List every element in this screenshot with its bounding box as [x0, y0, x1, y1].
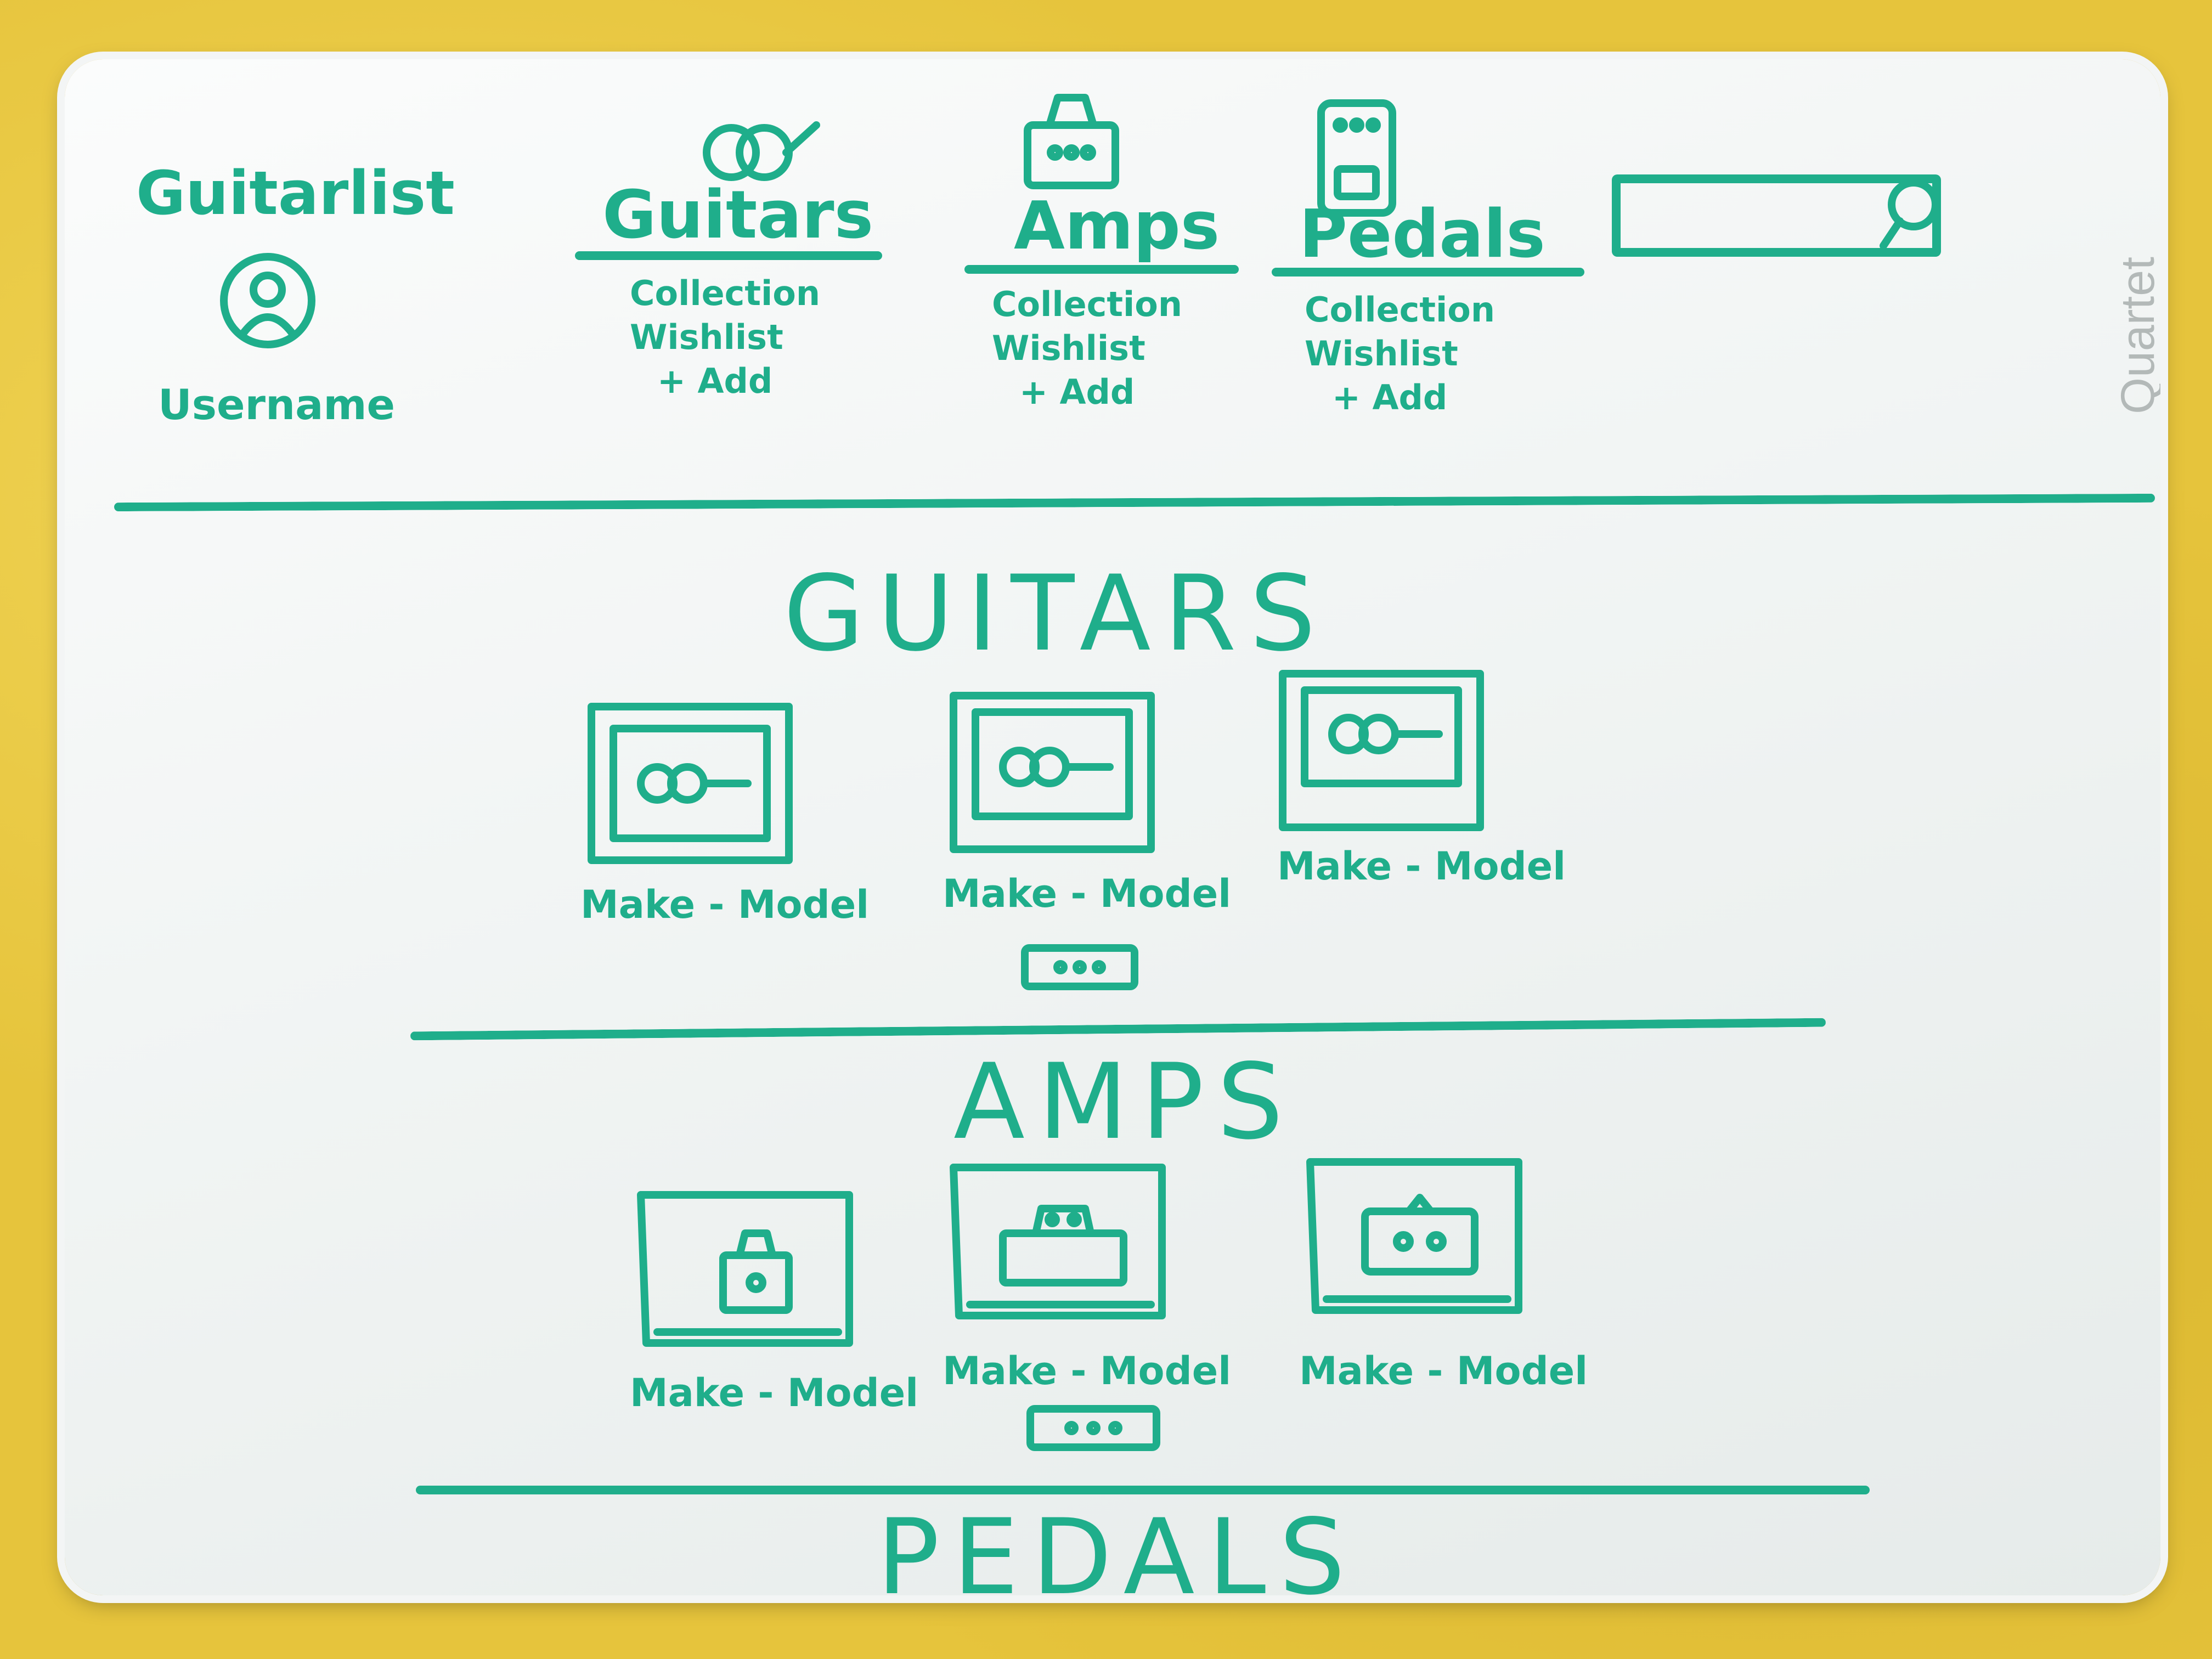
amp-card[interactable]: Make - Model: [1299, 1151, 1606, 1414]
nav-pedals[interactable]: Pedals: [1299, 196, 1545, 273]
amp-icon: [719, 1229, 793, 1314]
nav-amps-collection[interactable]: Collection: [992, 284, 1183, 324]
guitar-icon: [1328, 714, 1443, 754]
nav-pedals-underline: [1272, 268, 1584, 276]
section-title-guitars: GUITARS: [783, 553, 1329, 674]
nav-guitars-collection[interactable]: Collection: [630, 273, 821, 313]
board-brand: Quartet: [2112, 257, 2160, 414]
nav-guitars-underline: [575, 251, 882, 260]
card-caption: Make - Model: [580, 882, 870, 927]
nav-guitars-wishlist[interactable]: Wishlist: [630, 317, 783, 357]
search-icon[interactable]: [1870, 169, 1952, 257]
more-dots-icon[interactable]: [1014, 937, 1146, 1003]
card-frame: [1279, 670, 1484, 831]
section-divider: [410, 1018, 1826, 1041]
nav-pedals-add[interactable]: + Add: [1332, 377, 1448, 417]
nav-amps-add[interactable]: + Add: [1019, 372, 1135, 412]
nav-guitars-add[interactable]: + Add: [657, 361, 773, 401]
card-caption: Make - Model: [1277, 844, 1566, 889]
guitar-card[interactable]: Make - Model: [1272, 663, 1579, 904]
nav-pedals-collection[interactable]: Collection: [1305, 290, 1496, 330]
nav-amps-wishlist[interactable]: Wishlist: [992, 328, 1146, 368]
guitar-card[interactable]: Make - Model: [943, 685, 1232, 926]
card-frame: [588, 703, 793, 864]
amp-icon: [1024, 94, 1119, 189]
card-caption: Make - Model: [943, 1348, 1232, 1393]
guitar-icon: [703, 121, 820, 181]
pedal-icon: [1317, 99, 1396, 217]
card-caption: Make - Model: [943, 871, 1232, 916]
avatar-icon[interactable]: [213, 246, 323, 356]
nav-amps[interactable]: Amps: [1014, 188, 1220, 264]
whiteboard: Quartet Guitarlist Username Guitars Coll…: [65, 59, 2160, 1595]
header-divider: [114, 493, 2155, 512]
amp-card[interactable]: Make - Model: [630, 1184, 919, 1447]
nav-pedals-wishlist[interactable]: Wishlist: [1305, 334, 1458, 374]
guitar-icon: [637, 763, 752, 804]
card-caption: Make - Model: [630, 1370, 919, 1415]
amp-card[interactable]: Make - Model: [943, 1156, 1250, 1420]
nav-guitars[interactable]: Guitars: [602, 177, 874, 253]
app-title[interactable]: Guitarlist: [136, 158, 455, 228]
section-title-pedals: PEDALS: [877, 1497, 1359, 1595]
more-dots-icon[interactable]: [1019, 1398, 1167, 1464]
section-divider: [416, 1486, 1870, 1494]
guitar-card[interactable]: Make - Model: [580, 696, 870, 937]
guitar-icon: [999, 747, 1114, 787]
amp-icon: [1361, 1194, 1479, 1276]
nav-amps-underline: [964, 265, 1239, 274]
card-frame: [637, 1191, 853, 1347]
card-frame: [1306, 1158, 1522, 1314]
card-frame: [950, 1164, 1166, 1319]
amp-icon: [999, 1205, 1127, 1286]
card-frame: [950, 692, 1155, 853]
section-title-amps: AMPS: [953, 1041, 1297, 1163]
card-caption: Make - Model: [1299, 1348, 1588, 1393]
username[interactable]: Username: [158, 380, 396, 429]
